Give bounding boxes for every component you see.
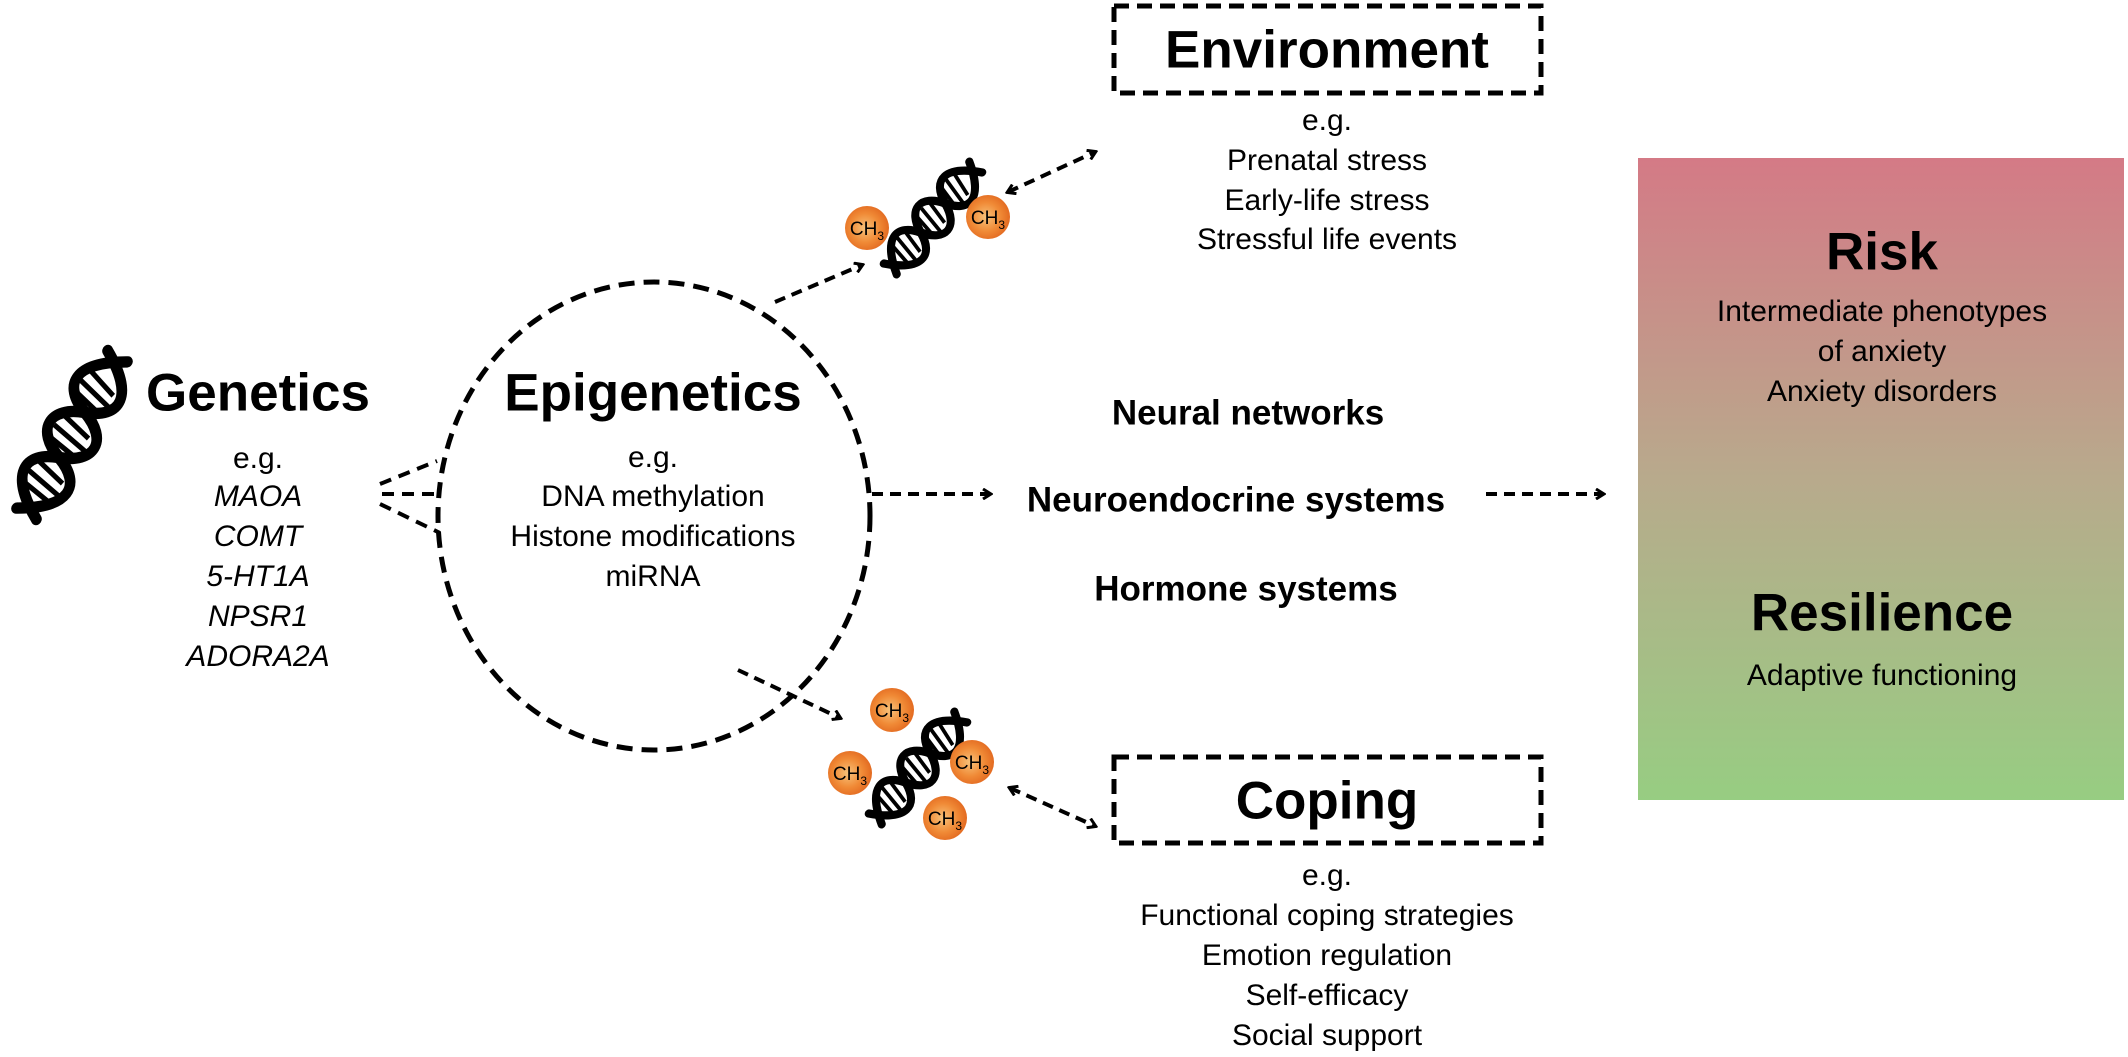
coping-item: Self-efficacy	[1245, 979, 1409, 1012]
methyl-group-ball: CH3	[828, 751, 872, 795]
methyl-group-ball: CH3	[950, 740, 994, 784]
genetics-fan-connector	[379, 459, 441, 535]
system-item-neural-networks: Neural networks	[1111, 393, 1385, 433]
arrow-epigenetics-to-environment-dna	[774, 265, 862, 304]
gene-item: COMT	[213, 520, 303, 553]
methyl-group-ball: CH3	[923, 796, 967, 840]
svg-text:CH3: CH3	[833, 764, 867, 788]
arrow-epigenetics-to-coping-dna	[737, 668, 840, 718]
gene-item: ADORA2A	[186, 640, 330, 673]
risk-item: Anxiety disorders	[1766, 375, 1998, 408]
epigenetic-mechanism-item: DNA methylation	[541, 480, 765, 513]
svg-text:CH3: CH3	[875, 701, 909, 725]
gene-item: NPSR1	[207, 600, 309, 633]
coping-item: Functional coping strategies	[1140, 899, 1514, 932]
coping-item: Emotion regulation	[1201, 939, 1453, 972]
coping-box	[1111, 754, 1544, 846]
coping-item: Social support	[1231, 1019, 1423, 1052]
epigenetic-mechanism-item: Histone modifications	[510, 520, 796, 553]
svg-text:CH3: CH3	[971, 208, 1005, 232]
genetics-title: Genetics	[146, 363, 370, 423]
methyl-group-ball: CH3	[845, 206, 889, 250]
resilience-item: Adaptive functioning	[1746, 659, 2018, 692]
epigenetics-title: Epigenetics	[504, 363, 802, 423]
epigenetics-circle	[435, 279, 873, 753]
resilience-title: Resilience	[1750, 583, 2014, 643]
system-item-hormone: Hormone systems	[1094, 569, 1398, 609]
methylated-dna-coping-icon: CH3 CH3 CH3 CH3	[828, 688, 994, 840]
coping-eg: e.g.	[1301, 859, 1353, 892]
genetics-eg: e.g.	[232, 442, 284, 475]
environment-eg: e.g.	[1301, 104, 1353, 137]
environment-item: Stressful life events	[1196, 223, 1458, 256]
risk-item: Intermediate phenotypes	[1716, 295, 2048, 328]
gene-item: 5-HT1A	[206, 560, 310, 593]
risk-title: Risk	[1826, 222, 1938, 282]
risk-resilience-gradient-box	[1638, 158, 2124, 800]
coping-title: Coping	[1235, 771, 1419, 831]
system-item-neuroendocrine: Neuroendocrine systems	[1026, 480, 1446, 520]
methyl-group-ball: CH3	[870, 688, 914, 732]
methyl-group-ball: CH3	[966, 195, 1010, 239]
gene-item: MAOA	[213, 480, 303, 513]
epigenetics-eg: e.g.	[627, 441, 679, 474]
double-arrow-dna-coping	[1010, 788, 1095, 826]
svg-text:CH3: CH3	[850, 219, 884, 243]
double-arrow-dna-environment	[1008, 152, 1095, 192]
environment-title: Environment	[1165, 20, 1489, 80]
environment-item: Early-life stress	[1224, 184, 1430, 217]
epigenetic-mechanism-item: miRNA	[605, 560, 701, 593]
environment-box	[1111, 3, 1544, 96]
svg-text:CH3: CH3	[955, 753, 989, 777]
risk-item: of anxiety	[1817, 335, 1947, 368]
genetics-dna-icon	[4, 343, 140, 526]
svg-text:CH3: CH3	[928, 809, 962, 833]
environment-item: Prenatal stress	[1226, 144, 1428, 177]
methylated-dna-environment-icon: CH3 CH3	[845, 155, 1010, 281]
